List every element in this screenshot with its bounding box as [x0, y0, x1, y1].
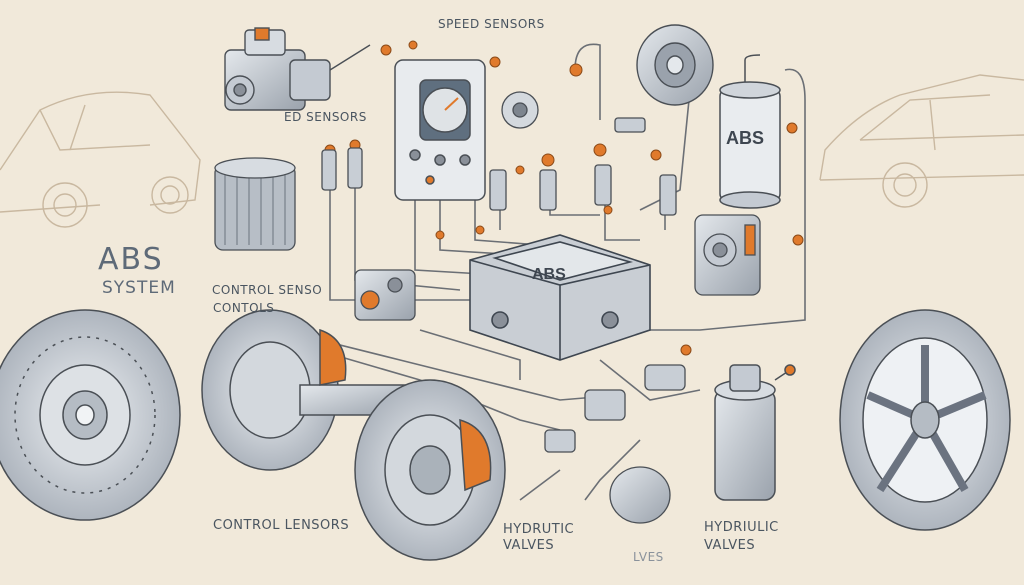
label-speed-sensors: SPEED SENSORS: [438, 17, 545, 31]
car-sketch-left: [0, 91, 201, 228]
title-system: SYSTEM: [102, 278, 176, 298]
canister-tag: ABS: [726, 128, 765, 148]
label-valves-1: VALVES: [503, 538, 555, 553]
valve-block-right: [694, 214, 761, 296]
label-lves: LVES: [633, 550, 664, 564]
sensor-probes: [321, 91, 677, 216]
speed-sensor-ring: [636, 24, 714, 106]
lower-sensors: [544, 364, 686, 524]
label-valves-2: VALVES: [704, 538, 756, 553]
label-contols: CONTOLS: [213, 301, 275, 315]
car-sketch-right: [819, 74, 1024, 208]
axle-assembly: [201, 309, 506, 561]
label-ed-sensors: ED SENSORS: [284, 110, 367, 124]
module-tag: ABS: [532, 266, 566, 283]
wheel-right: [839, 309, 1011, 531]
abs-canister: [719, 54, 781, 209]
title-abs: ABS: [98, 242, 164, 277]
label-control-senso: CONTROL SENSO: [212, 283, 323, 297]
hydraulic-valve: [714, 364, 796, 501]
abs-module: [469, 234, 651, 361]
finned-pump-motor: [214, 157, 296, 251]
pump-assembly-top: [224, 27, 371, 111]
brake-disc-left: [0, 309, 181, 521]
valve-block-left: [354, 269, 416, 321]
label-control-lensors: CONTROL LENSORS: [213, 518, 350, 533]
control-unit: [394, 59, 486, 201]
label-hydrutic: HYDRUTIC: [503, 522, 575, 537]
label-hydriulic: HYDRIULIC: [704, 520, 779, 535]
